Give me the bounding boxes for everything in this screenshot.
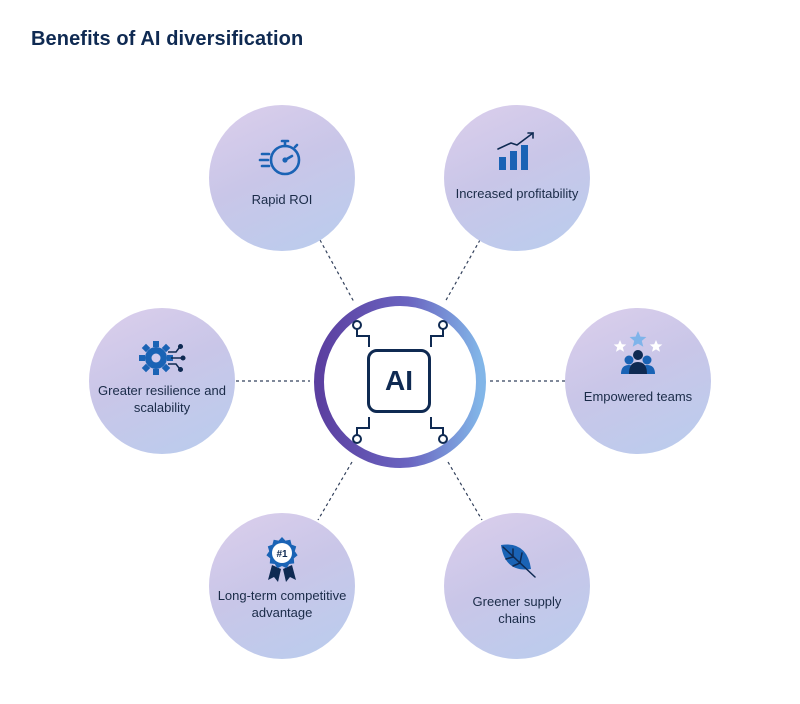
connector-greener-supply-chains: [447, 461, 483, 521]
node-label: Empowered teams: [583, 389, 693, 404]
award-badge-icon: #1: [266, 537, 298, 582]
gear-network-icon: [139, 341, 186, 375]
node-label: Increased profitability: [455, 186, 579, 201]
node-greener-supply-chains: Greener supply chains: [444, 513, 590, 659]
growth-chart-icon: [497, 132, 534, 170]
node-resilience-scalability: Greater resilience and scalability: [89, 308, 235, 454]
node-label: Long-term competitive advantage: [217, 588, 347, 620]
node-increased-profitability: Increased profitability: [444, 105, 590, 251]
node-rapid-roi: Rapid ROI: [209, 105, 355, 251]
node-label: Greener supply chains: [472, 594, 562, 626]
node-long-term-advantage: #1 Long-term competitive advantage: [209, 513, 355, 659]
team-stars-icon: [613, 331, 663, 374]
svg-text:#1: #1: [276, 549, 288, 560]
leaf-icon: [501, 544, 536, 578]
ai-center-ring: [314, 296, 486, 468]
diagram-title: Benefits of AI diversification: [31, 28, 304, 50]
node-label: Greater resilience and scalability: [98, 383, 226, 415]
node-empowered-teams: Empowered teams: [565, 308, 711, 454]
ai-chip-icon: AI: [367, 349, 431, 413]
connector-long-term-advantage: [317, 461, 353, 521]
ai-label: AI: [385, 365, 413, 396]
node-label: Rapid ROI: [251, 192, 313, 207]
stopwatch-icon: [258, 139, 301, 176]
